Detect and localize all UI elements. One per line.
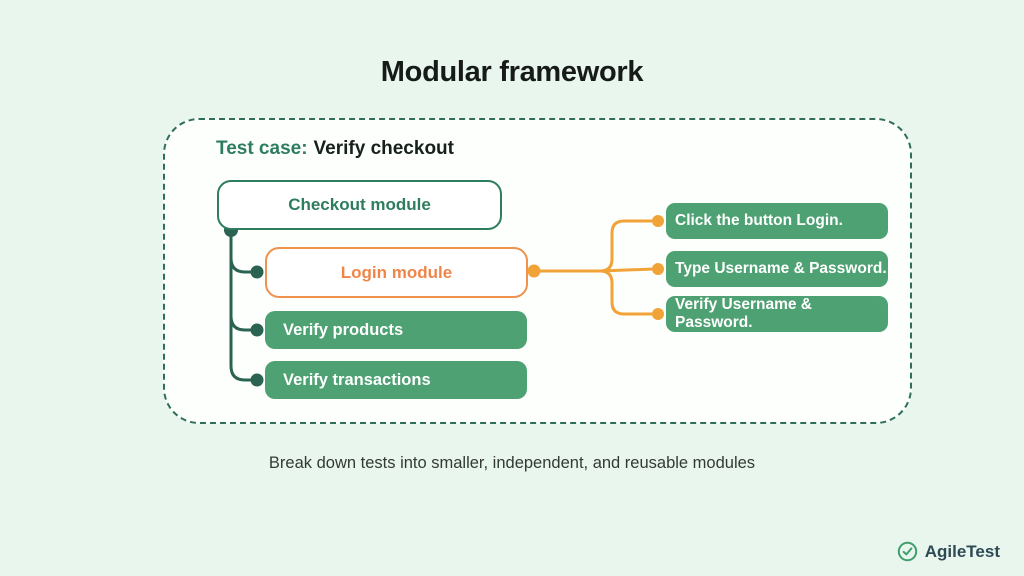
- check-circle-icon: [897, 541, 917, 562]
- test-case-value: Verify checkout: [313, 138, 454, 159]
- login-module-box: Login module: [265, 247, 528, 298]
- verify-products-box: Verify products: [265, 311, 527, 349]
- step-box-type-credentials: Type Username & Password.: [666, 251, 888, 287]
- step-box-verify-credentials: Verify Username & Password.: [666, 296, 888, 332]
- login-module-label: Login module: [340, 262, 453, 282]
- verify-transactions-label: Verify transactions: [283, 370, 431, 389]
- step-box-click-login: Click the button Login.: [666, 203, 888, 239]
- page-title: Modular framework: [380, 56, 644, 88]
- step-label: Verify Username & Password.: [675, 296, 812, 331]
- test-case-heading: Test case:Verify checkout: [216, 138, 454, 160]
- step-label: Click the button Login.: [675, 212, 843, 229]
- step-label: Type Username & Password.: [675, 260, 887, 277]
- test-case-label: Test case:: [216, 138, 308, 159]
- brand-name: AgileTest: [924, 541, 1000, 561]
- verify-products-label: Verify products: [283, 320, 404, 339]
- checkout-module-box: Checkout module: [217, 180, 502, 230]
- checkout-module-label: Checkout module: [288, 195, 431, 214]
- caption-text: Break down tests into smaller, independe…: [268, 454, 756, 472]
- brand-logo: AgileTest: [897, 541, 1000, 562]
- verify-transactions-box: Verify transactions: [265, 361, 527, 399]
